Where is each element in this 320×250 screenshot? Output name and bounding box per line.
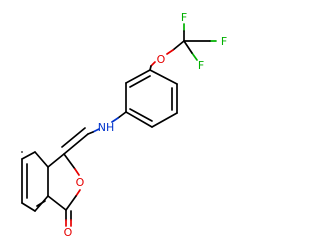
ring2-bond-4 [125, 111, 153, 128]
bond-o-aryl-red [150, 61, 156, 67]
ring1-edge-p3 [21, 202, 36, 212]
atom-o-ether: O [157, 53, 166, 66]
bond-cf3-o-red [166, 49, 174, 55]
bond-n-ch-blue [92, 128, 100, 133]
structure-diagram: F F F O NH O O [21, 11, 227, 239]
bond-c-f3 [191, 52, 198, 61]
bond-c-f3-b [183, 40, 193, 54]
bond-exocyclic [63, 133, 89, 155]
bond-n-ch [87, 131, 94, 135]
atom-f3: F [198, 59, 204, 72]
ring2-bond-4-inner [129, 108, 153, 122]
lactone-o-c-red [75, 189, 81, 197]
lactone-c-o [63, 153, 76, 170]
bond-cf3-o [172, 40, 185, 51]
ring2-bond-1 [149, 69, 178, 85]
lactone-o-c [65, 195, 77, 211]
ring1-edge-inner-bottom [36, 200, 46, 207]
ring2-bond-6-inner [129, 75, 151, 88]
atom-f1: F [181, 11, 187, 24]
ring1-edge-p1 [21, 151, 36, 160]
lactone-c-ar [47, 195, 67, 211]
ring1-edge-p0 [34, 151, 49, 168]
ring2-bond-3 [151, 112, 178, 128]
lactone-c-o-red [74, 168, 80, 176]
atom-o-ring: O [76, 176, 85, 189]
atom-nh: NH [98, 121, 115, 134]
ring2-bond-6 [125, 69, 151, 84]
bond-aryl-n [117, 111, 127, 119]
bond-exocyclic-double [61, 127, 86, 148]
molecule-canvas: F F F O NH O O [21, 11, 227, 239]
atom-f2: F [221, 35, 227, 48]
bond-aryl-n-blue [111, 117, 119, 123]
atom-o-carbonyl: O [64, 226, 73, 239]
lactone-c-ar2 [47, 153, 65, 168]
